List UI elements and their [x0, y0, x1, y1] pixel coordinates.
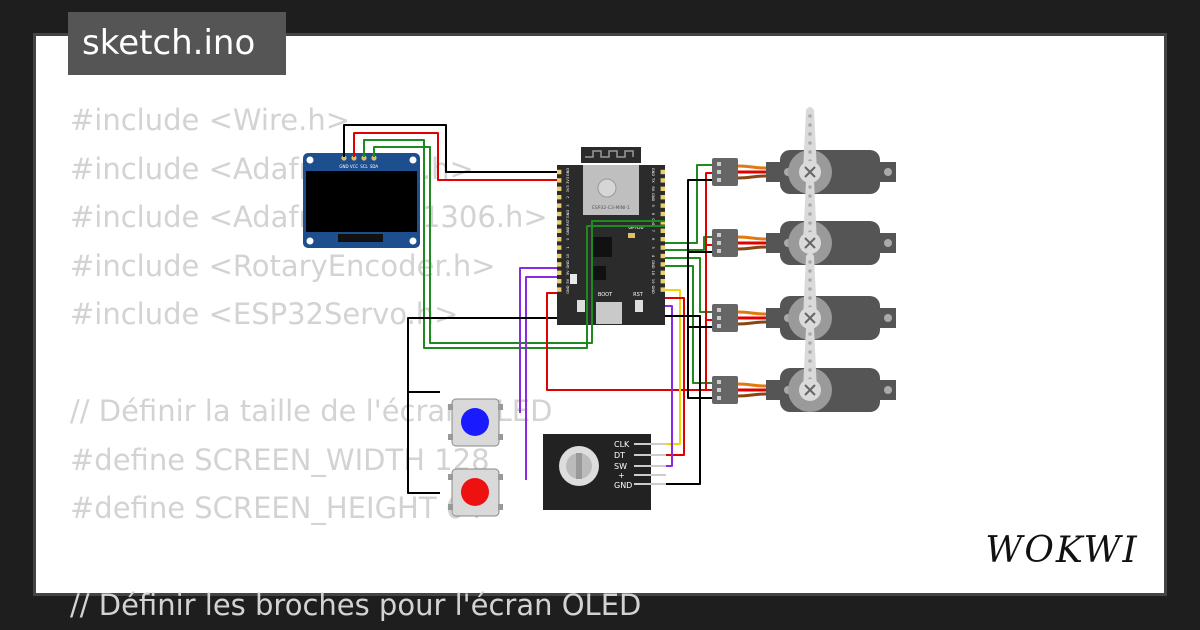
mcu-pin-left[interactable] [557, 245, 562, 250]
mcu-pin-left[interactable] [557, 253, 562, 259]
code-line: #define SCREEN_HEIGHT 64 [70, 491, 483, 525]
rst-button-label: RST [633, 292, 644, 298]
mcu-pin-label: GND [651, 168, 655, 176]
mcu-pin-left[interactable] [557, 195, 562, 200]
code-line: #include <Wire.h> [70, 103, 351, 137]
diagram-canvas[interactable]: #include <Wire.h>#include <Adafruit_GFX.… [33, 33, 1167, 622]
mcu-pin-label: GND [566, 260, 570, 268]
mcu-pin-right[interactable] [660, 211, 665, 217]
mcu-pin-right[interactable] [660, 203, 665, 208]
mcu-pin-left[interactable] [557, 237, 562, 242]
oled-pin-label: SCL [360, 164, 368, 169]
servo-motor[interactable] [712, 107, 896, 194]
code-line: #include <RotaryEncoder.h> [70, 248, 496, 283]
mcu-pin-right[interactable] [660, 178, 665, 183]
mcu-pin-left[interactable] [557, 203, 562, 208]
gpio-label: GPIO8 [628, 225, 643, 231]
mcu-pin-left[interactable] [557, 186, 562, 191]
servo-motor[interactable] [712, 178, 896, 265]
oled-display[interactable]: GND VCC SCL SDA [303, 153, 420, 248]
module-label: ESP32-C3-MINI-1 [592, 205, 630, 211]
mcu-pin-right[interactable] [660, 287, 665, 292]
mcu-pin-label: GND [651, 193, 655, 201]
mcu-pin-label: 6 [651, 238, 655, 241]
mcu-pin-label: 7 [651, 230, 655, 232]
mcu-pin-right[interactable] [660, 245, 665, 250]
wires [343, 124, 712, 494]
push-button-red[interactable] [448, 468, 503, 517]
servo-group [712, 107, 896, 412]
code-line: #define SCREEN_WIDTH 128 [70, 442, 490, 477]
servo-motor[interactable] [712, 253, 896, 340]
mcu-pin-label: 18 [651, 271, 655, 276]
oled-pin-label: GND [339, 164, 348, 169]
sketch-filename-tab[interactable]: sketch.ino [68, 12, 286, 75]
oled-pin-label: VCC [350, 164, 359, 169]
mcu-pin-right[interactable] [660, 279, 665, 284]
mcu-pin-label: 5V [566, 270, 570, 275]
mcu-pin-right[interactable] [660, 169, 665, 175]
mcu-pin-left[interactable] [557, 279, 562, 284]
wokwi-logo: WOKWI [985, 530, 1138, 571]
mcu-pin-left[interactable] [557, 211, 562, 217]
mcu-pin-right[interactable] [660, 253, 665, 259]
mcu-pin-label: 3 [566, 204, 570, 206]
code-line: #include <ESP32Servo.h> [70, 297, 459, 331]
mcu-pin-left[interactable] [557, 287, 562, 292]
mcu-pin-label: 3V3 [566, 185, 570, 192]
mcu-pin-right[interactable] [660, 262, 665, 267]
mcu-pin-label: GND [566, 226, 570, 234]
encoder-pin-label: DT [614, 451, 625, 460]
mcu-pin-label: 8 [651, 213, 655, 216]
mcu-pin-label: GND [651, 218, 655, 226]
circuit-diagram: GND VCC SCL SDA ESP32-C3-MINI-1 GPIO8 [303, 107, 896, 517]
mcu-pin-label: GND [566, 285, 570, 293]
esp32-c3-board[interactable]: ESP32-C3-MINI-1 GPIO8 BOOT RST GND3V33V3… [557, 147, 665, 325]
servo-motor[interactable] [712, 325, 896, 412]
mcu-pin-left[interactable] [557, 178, 562, 183]
mcu-pin-label: GND [566, 210, 570, 218]
mcu-pin-right[interactable] [660, 186, 665, 191]
code-line: // Définir les broches pour l'écran OLED [70, 588, 642, 622]
push-button-blue[interactable] [448, 398, 503, 447]
wokwi-logo-text: WOKWI [985, 530, 1138, 571]
mcu-pin-label: 10 [566, 253, 570, 258]
mcu-pin-label: 5V [566, 278, 570, 283]
mcu-pin-left[interactable] [557, 270, 562, 275]
mcu-pin-label: RST [566, 218, 570, 226]
boot-button-label: BOOT [598, 292, 613, 298]
mcu-pin-right[interactable] [660, 195, 665, 200]
mcu-pin-label: GND [651, 285, 655, 293]
mcu-pin-right[interactable] [660, 270, 665, 275]
mcu-pin-label: 1 [566, 246, 570, 248]
encoder-pin-label: + [618, 471, 625, 480]
mcu-pin-label: RX [651, 186, 655, 191]
mcu-pin-right[interactable] [660, 237, 665, 242]
mcu-pin-left[interactable] [557, 228, 562, 233]
mcu-pin-label: 4 [651, 255, 655, 258]
mcu-pin-left[interactable] [557, 169, 562, 175]
mcu-pin-header[interactable]: GND3V33V323GNDRSTGND0110GND5V5VGNDGNDTXR… [557, 168, 665, 294]
mcu-pin-right[interactable] [660, 228, 665, 233]
mcu-pin-label: GND [566, 168, 570, 176]
encoder-pin-label: CLK [614, 440, 630, 449]
rotary-encoder[interactable]: CLK DT SW + GND [543, 434, 666, 510]
mcu-pin-left[interactable] [557, 262, 562, 267]
mcu-pin-label: 0 [566, 237, 570, 240]
mcu-pin-label: 19 [651, 279, 655, 284]
mcu-pin-label: 5 [651, 246, 655, 248]
mcu-pin-label: 9 [651, 204, 655, 207]
encoder-pin-label: GND [614, 481, 632, 490]
encoder-pin-label: SW [614, 462, 627, 471]
mcu-pin-label: 2 [566, 196, 570, 198]
mcu-pin-right[interactable] [660, 220, 665, 225]
mcu-pin-label: TX [651, 177, 655, 183]
oled-pin-label: SDA [370, 164, 379, 169]
mcu-pin-label: GND [651, 260, 655, 268]
mcu-pin-left[interactable] [557, 220, 562, 225]
mcu-pin-label: 3V3 [566, 177, 570, 184]
